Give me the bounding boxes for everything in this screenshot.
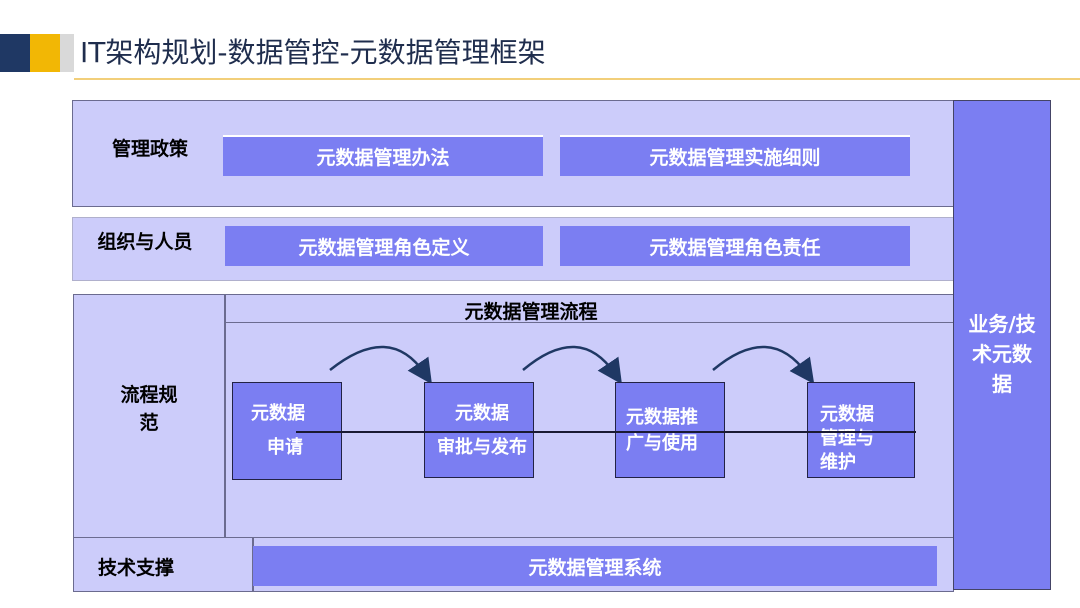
step-approve-line-1: 元数据 (455, 403, 509, 424)
process-step-maintain: 元数据 管理与 维护 (807, 382, 915, 478)
step-maintain-line-1: 元数据 (820, 404, 874, 425)
step-apply-line-1: 元数据 (251, 403, 305, 424)
org-item-2: 元数据管理角色责任 (560, 226, 910, 266)
side-line-2: 术元数 (972, 342, 1032, 366)
arrow-step-1-to-2 (329, 345, 432, 385)
org-item-1: 元数据管理角色定义 (225, 226, 543, 266)
step-approve-line-2: 审批与发布 (437, 437, 527, 458)
org-label: 组织与人员 (97, 231, 193, 253)
process-connector-line (296, 431, 916, 433)
step-maintain-line-2: 管理与 (820, 428, 874, 449)
process-label-line-1: 流程规 (120, 384, 178, 406)
process-header-panel (225, 294, 954, 324)
side-line-1: 业务/技 (968, 312, 1036, 336)
tech-label-panel (73, 537, 253, 592)
step-promote-line-1: 元数据推 (626, 407, 698, 428)
business-tech-metadata-column: 业务/技 术元数 据 (953, 100, 1051, 590)
policy-item-2: 元数据管理实施细则 (560, 135, 910, 176)
side-line-3: 据 (992, 372, 1012, 396)
policy-label: 管理政策 (111, 138, 188, 160)
process-header: 元数据管理流程 (464, 301, 598, 323)
policy-item-1: 元数据管理办法 (223, 135, 543, 176)
process-arrows (329, 345, 815, 385)
process-step-approve: 元数据 审批与发布 (424, 382, 534, 478)
process-step-promote: 元数据推 广与使用 (615, 382, 725, 478)
title-accent-dark (0, 34, 30, 72)
arrow-step-2-to-3 (522, 345, 622, 385)
page-title: IT架构规划-数据管控-元数据管理框架 (80, 36, 546, 69)
tech-system-item: 元数据管理系统 (253, 546, 937, 586)
step-apply-line-2: 申请 (267, 437, 303, 458)
title-accent-light (60, 34, 74, 72)
process-label: 流程规 范 (75, 381, 223, 437)
arrow-step-3-to-4 (712, 345, 815, 385)
title-divider (74, 78, 1080, 80)
tech-label: 技术支撑 (97, 557, 174, 579)
process-label-line-2: 范 (139, 412, 159, 434)
title-accent-gold (30, 34, 60, 72)
step-maintain-line-3: 维护 (820, 452, 856, 473)
step-promote-line-2: 广与使用 (626, 433, 698, 454)
